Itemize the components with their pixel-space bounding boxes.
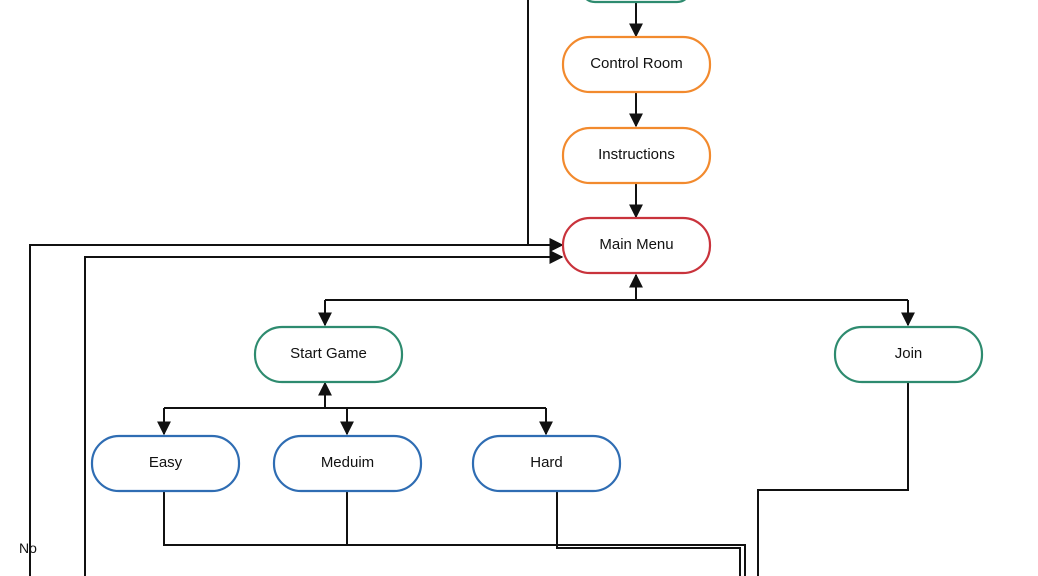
edge-easy-medium-out: [163, 491, 746, 576]
node-medium: Meduim: [272, 434, 423, 493]
node-instructions: Instructions: [561, 126, 712, 185]
edge-top-loop-to-main-menu: [527, 0, 564, 252]
node-hard: Hard: [471, 434, 622, 493]
edges: [29, 0, 915, 576]
node-main-menu: Main Menu: [561, 216, 712, 275]
node-label-main-menu: Main Menu: [599, 236, 673, 253]
node-label-control-room: Control Room: [590, 55, 683, 72]
edge-no-loop-to-main-menu: [29, 238, 564, 576]
node-label-join: Join: [895, 345, 923, 362]
node-label-instructions: Instructions: [598, 146, 675, 163]
edge-hard-out: [556, 491, 741, 576]
edge-join-out: [757, 381, 909, 576]
node-join: Join: [833, 325, 984, 384]
node-label-medium: Meduim: [321, 454, 374, 471]
nodes: Control Room Instructions Main Menu Star…: [90, 0, 984, 493]
node-top-partial: [585, 0, 687, 4]
node-label-start-game: Start Game: [290, 345, 367, 362]
label-no: No: [19, 540, 37, 556]
node-start-game: Start Game: [253, 325, 404, 384]
node-label-hard: Hard: [530, 454, 563, 471]
node-control-room: Control Room: [561, 35, 712, 94]
node-label-easy: Easy: [149, 454, 183, 471]
node-easy: Easy: [90, 434, 241, 493]
edge-left-loop-to-main-menu: [84, 250, 564, 576]
